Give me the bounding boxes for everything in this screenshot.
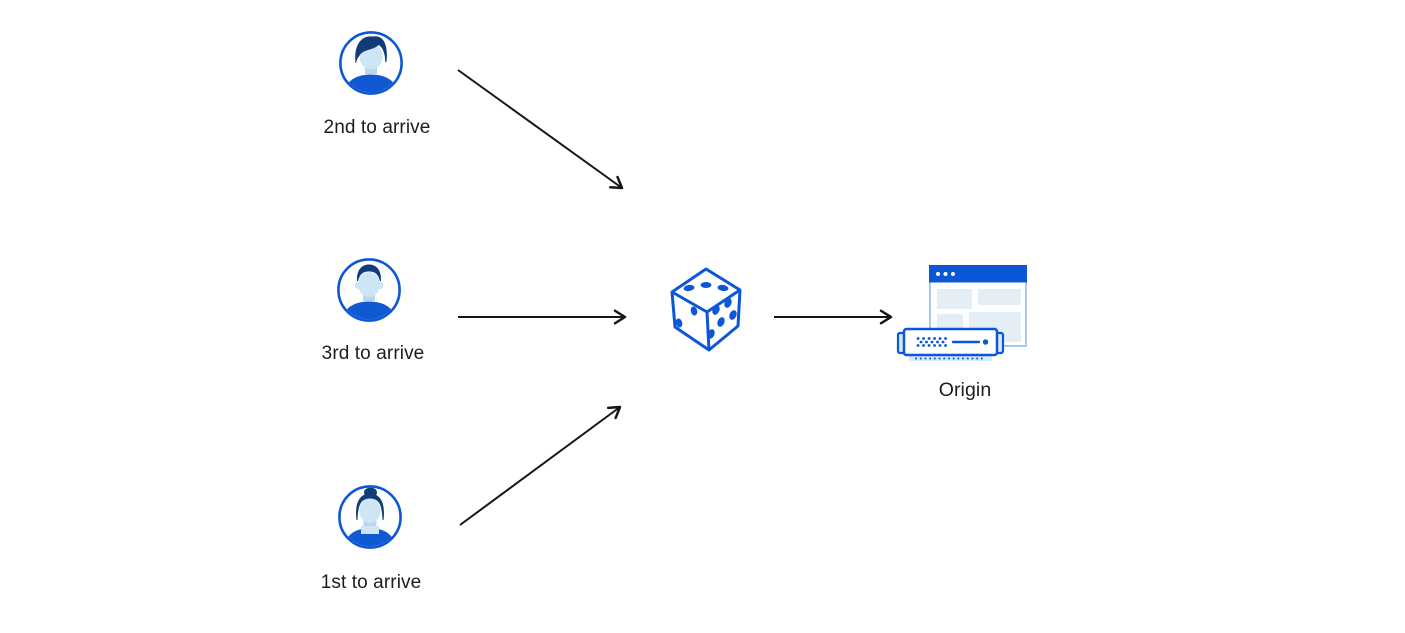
user-label-2nd: 2nd to arrive [323,117,431,138]
avatar-woman-bun-icon [338,485,402,549]
avatar-man-quiff-icon [339,31,403,95]
user-label-1st: 1st to arrive [320,572,422,593]
origin-label: Origin [938,379,992,401]
arrow-2nd-to-dice [457,69,624,190]
origin-server-icon [896,265,1027,361]
dice-icon [670,267,742,352]
arrow-1st-to-dice [459,405,622,526]
user-label-3rd: 3rd to arrive [321,343,425,364]
avatar-man-short-hair-icon [337,258,401,322]
